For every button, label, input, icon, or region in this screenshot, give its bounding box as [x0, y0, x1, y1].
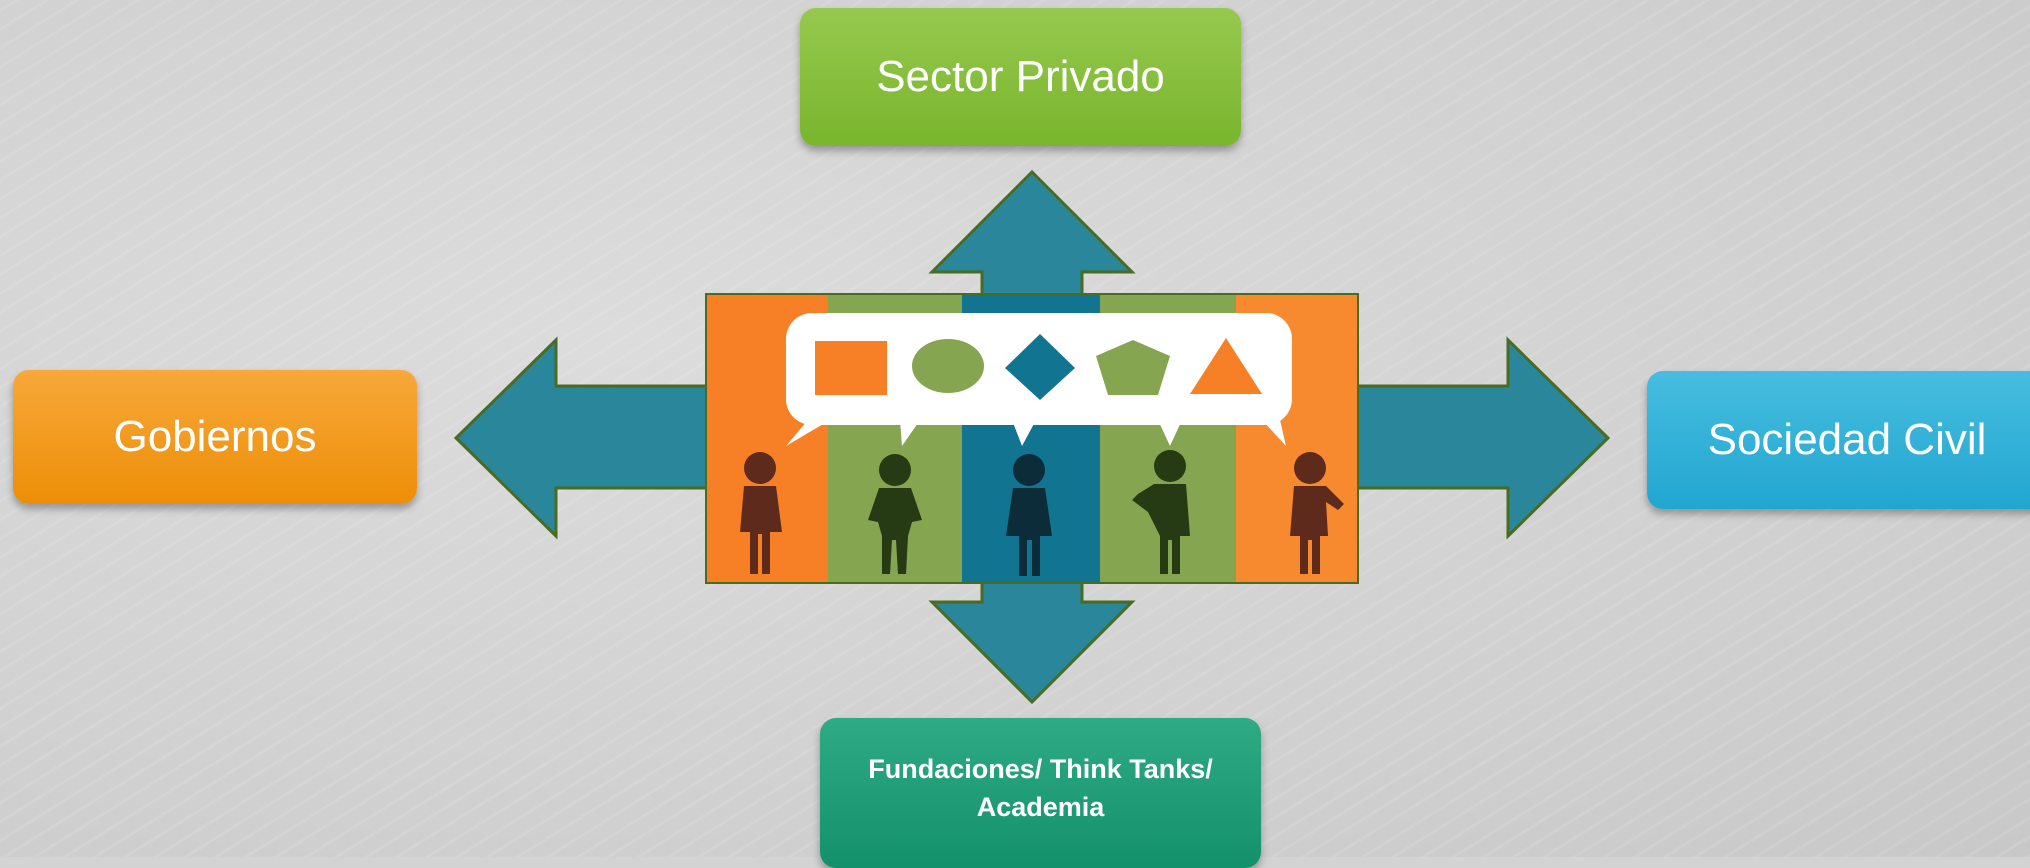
person-2-icon — [868, 454, 922, 574]
fundaciones-label: Fundaciones/ Think Tanks/ Academia — [868, 750, 1213, 826]
person-4-icon — [1132, 450, 1190, 574]
illustration-border — [705, 293, 1359, 584]
person-5-icon — [1290, 452, 1344, 574]
sociedad-civil-label: Sociedad Civil — [1707, 415, 1987, 464]
square-icon — [815, 341, 887, 395]
pentagon-icon — [1096, 340, 1170, 395]
fundaciones-box: Fundaciones/ Think Tanks/ Academia — [820, 718, 1261, 868]
gobiernos-label: Gobiernos — [113, 412, 317, 461]
gobiernos-box: Gobiernos — [13, 370, 417, 504]
fundaciones-label-line2: Academia — [976, 792, 1105, 822]
sociedad-civil-box: Sociedad Civil — [1647, 371, 2030, 509]
fundaciones-label-line1: Fundaciones/ Think Tanks/ — [868, 754, 1213, 784]
sector-privado-box: Sector Privado — [800, 8, 1241, 146]
sector-privado-label: Sector Privado — [876, 52, 1165, 101]
person-1-icon — [740, 452, 782, 574]
collaboration-illustration — [705, 293, 1359, 584]
diamond-icon — [1005, 334, 1075, 400]
triangle-icon — [1190, 338, 1262, 394]
person-3-icon — [1006, 454, 1052, 576]
circle-icon — [912, 339, 984, 393]
